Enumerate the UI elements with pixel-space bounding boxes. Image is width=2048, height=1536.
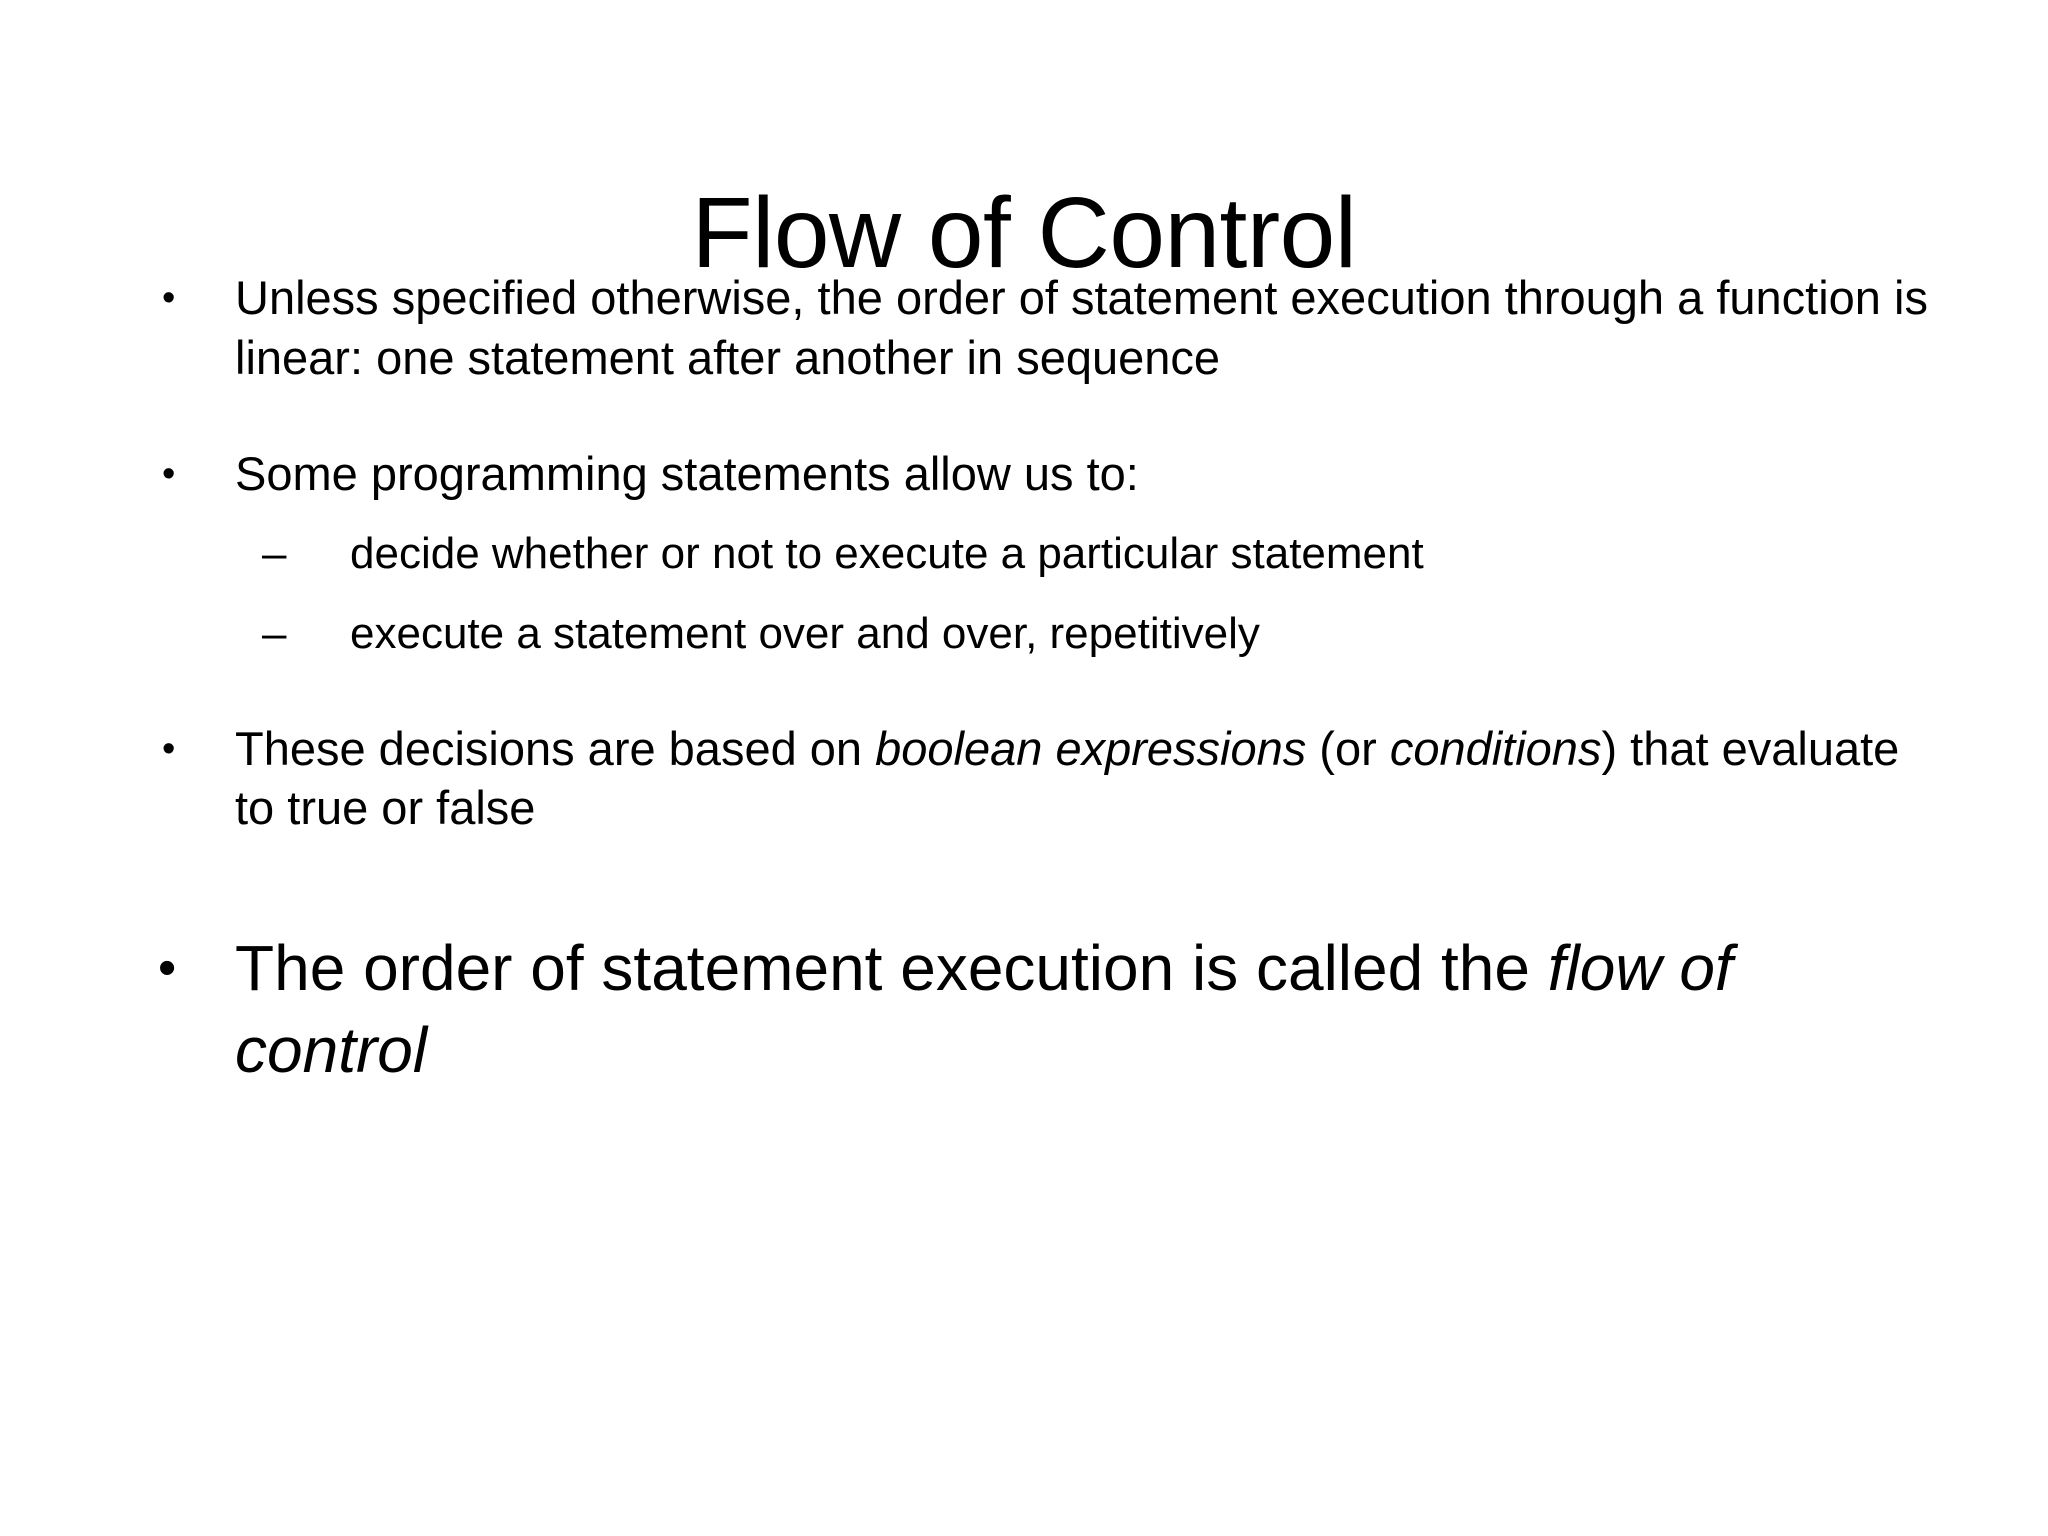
bullet-text-2: Some programming statements allow us to:	[235, 446, 1139, 500]
sub-bullet-item-1: – decide whether or not to execute a par…	[150, 526, 1940, 582]
bullet-dot-icon: •	[158, 939, 177, 998]
bullet-text-4-part1: The order of statement execution is call…	[235, 932, 1548, 1005]
bullet-text-3-italic1: boolean expressions	[875, 721, 1307, 775]
bullet-item-3: • These decisions are based on boolean e…	[150, 719, 1940, 839]
slide-body: • Unless specified otherwise, the order …	[150, 268, 1940, 1091]
spacer	[150, 388, 1940, 444]
bullet-dot-icon: •	[162, 452, 176, 495]
sub-bullet-text-1: decide whether or not to execute a parti…	[350, 528, 1424, 578]
bullet-text-3: These decisions are based on boolean exp…	[235, 719, 1940, 839]
bullet-text-1: Unless specified otherwise, the order of…	[235, 271, 1928, 384]
bullet-item-4: • The order of statement execution is ca…	[150, 928, 1940, 1091]
spacer	[150, 582, 1940, 606]
bullet-text-4: The order of statement execution is call…	[235, 928, 1940, 1091]
sub-bullet-item-2: – execute a statement over and over, rep…	[150, 606, 1940, 662]
spacer	[150, 838, 1940, 928]
bullet-item-2: • Some programming statements allow us t…	[150, 444, 1940, 504]
bullet-dash-icon: –	[262, 528, 287, 578]
page-title: Flow of Control	[691, 177, 1357, 289]
spacer	[150, 504, 1940, 526]
bullet-text-3-part1: These decisions are based on	[235, 721, 876, 775]
bullet-item-1: • Unless specified otherwise, the order …	[150, 268, 1940, 388]
bullet-dot-icon: •	[162, 727, 176, 770]
bullet-text-4-italic1: flow of control	[235, 932, 1733, 1086]
sub-bullet-text-2: execute a statement over and over, repet…	[350, 609, 1260, 659]
bullet-text-3-part3: ) that evaluate to true or false	[235, 721, 1900, 835]
bullet-text-3-part2: (or	[1306, 721, 1390, 775]
spacer	[150, 663, 1940, 719]
bullet-text-3-italic2: conditions	[1389, 721, 1602, 775]
bullet-dot-icon: •	[162, 277, 176, 319]
bullet-dash-icon: –	[262, 609, 287, 659]
